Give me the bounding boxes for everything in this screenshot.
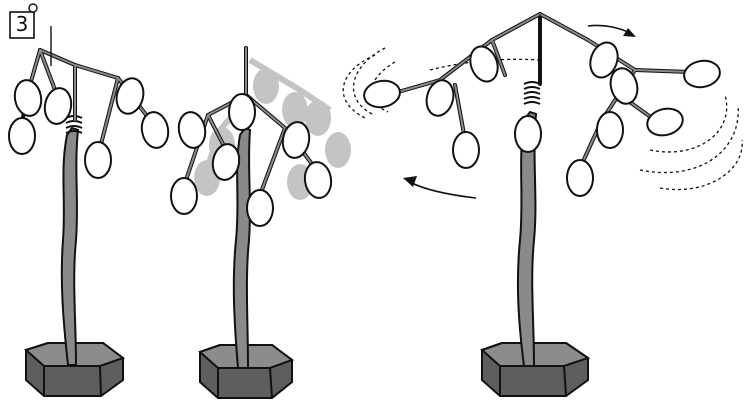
step-number: 3 xyxy=(11,12,33,36)
stem-1 xyxy=(62,128,78,365)
panel-1-mobile xyxy=(9,50,171,396)
pods-1 xyxy=(9,75,171,178)
panel-2-mobile xyxy=(171,48,351,398)
panel-3-mobile xyxy=(343,14,742,396)
rotation-arrow-left xyxy=(403,176,476,198)
wire-coil-3 xyxy=(524,82,540,104)
base-block-3 xyxy=(482,343,588,396)
rotation-arrow-right xyxy=(588,25,636,37)
